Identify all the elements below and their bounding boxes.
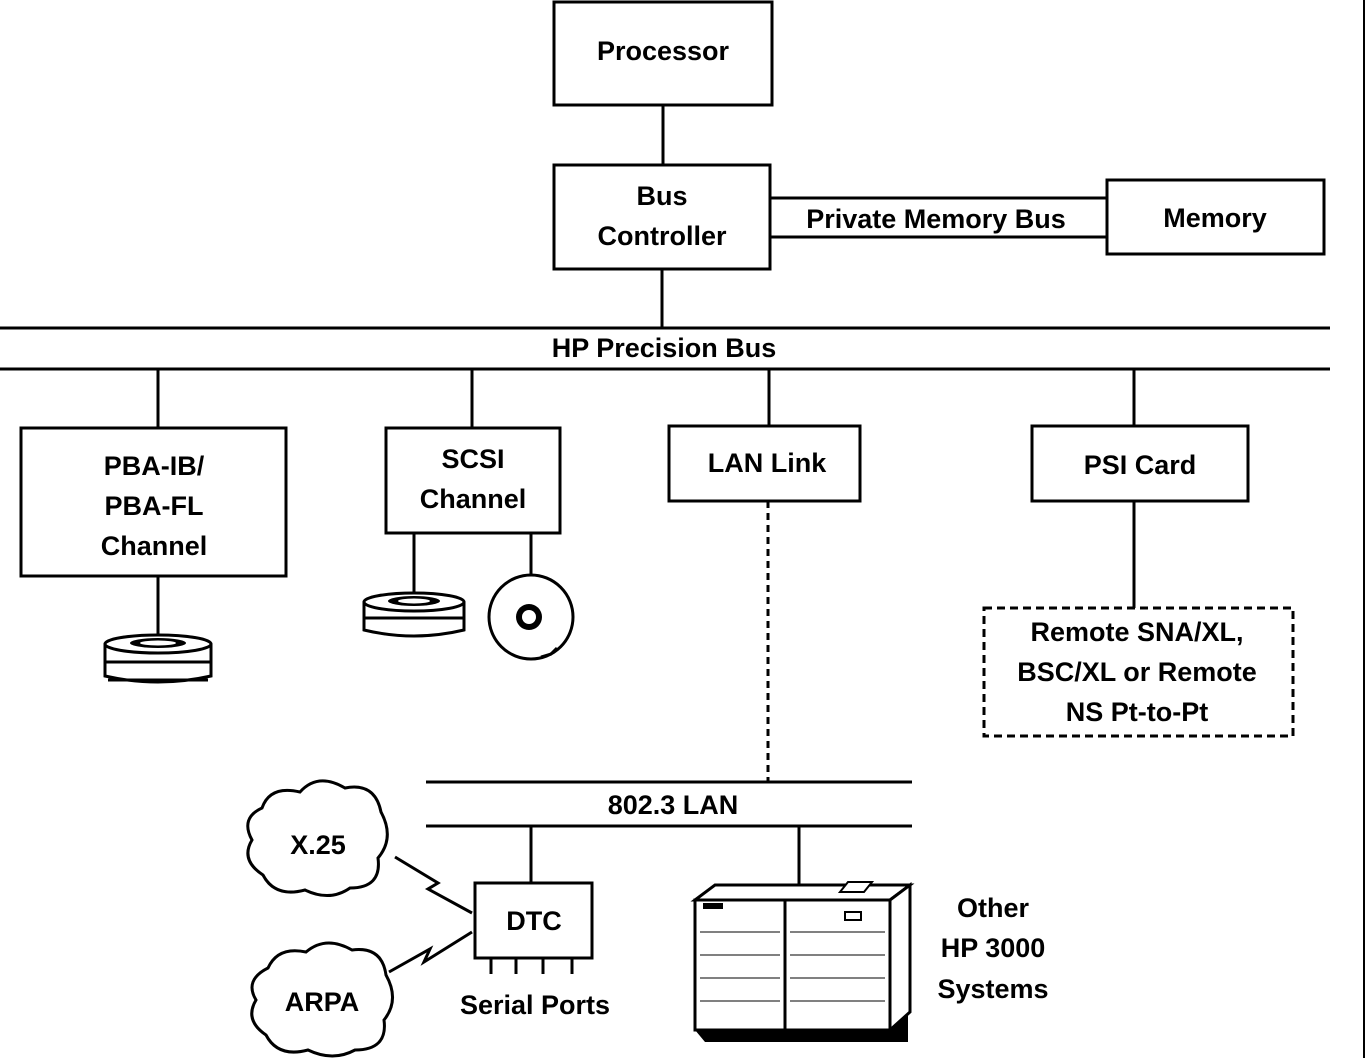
disk-drive-icon	[362, 591, 466, 638]
pba-label-line3: Channel	[101, 531, 208, 561]
lan-link-node: LAN Link	[667, 424, 862, 503]
private-memory-bus: Private Memory Bus	[770, 196, 1107, 239]
pba-label-line1: PBA-IB/	[104, 451, 205, 481]
psi-card-label: PSI Card	[1084, 450, 1197, 480]
lan-link-label: LAN Link	[708, 448, 827, 478]
scsi-label-line2: Channel	[420, 484, 527, 514]
cloud-icon: ARPA	[250, 941, 394, 1058]
processor-node: Processor	[552, 0, 774, 107]
hp3000-system-icon	[690, 881, 915, 1042]
processor-label: Processor	[597, 36, 730, 66]
psi-card-node: PSI Card	[1030, 424, 1250, 503]
other-systems-label-line1: Other	[957, 893, 1030, 923]
bus-controller-label-line2: Controller	[597, 221, 726, 251]
bus-controller-label-line1: Bus	[636, 181, 687, 211]
memory-label: Memory	[1163, 203, 1267, 233]
cloud-icon: X.25	[246, 779, 389, 897]
memory-node: Memory	[1105, 178, 1326, 256]
dtc-label: DTC	[506, 906, 562, 936]
other-systems-label-line2: HP 3000	[941, 933, 1046, 963]
remote-label-line2: BSC/XL or Remote	[1017, 657, 1257, 687]
hp-precision-bus-label: HP Precision Bus	[552, 333, 777, 363]
pba-channel-node: PBA-IB/ PBA-FL Channel	[19, 426, 288, 578]
dtc-node: DTC	[473, 881, 594, 974]
pba-label-line2: PBA-FL	[105, 491, 204, 521]
serial-port-pins	[489, 958, 574, 974]
private-memory-bus-label: Private Memory Bus	[806, 204, 1066, 234]
arpa-label: ARPA	[285, 987, 360, 1017]
remote-links-node: Remote SNA/XL, BSC/XL or Remote NS Pt-to…	[982, 606, 1295, 738]
x25-label: X.25	[290, 830, 346, 860]
remote-label-line1: Remote SNA/XL,	[1030, 617, 1243, 647]
lan-8023-label: 802.3 LAN	[608, 790, 739, 820]
scsi-label-line1: SCSI	[441, 444, 504, 474]
remote-label-line3: NS Pt-to-Pt	[1066, 697, 1208, 727]
bus-controller-node: Bus Controller	[552, 163, 772, 271]
scsi-channel-node: SCSI Channel	[384, 426, 562, 535]
disk-drive-icon	[103, 633, 213, 684]
lightning-link-icon	[388, 930, 473, 974]
tape-reel-icon	[487, 573, 575, 661]
lightning-link-icon	[394, 855, 473, 915]
hp-precision-bus: HP Precision Bus	[0, 326, 1330, 371]
serial-ports-label: Serial Ports	[460, 990, 610, 1020]
other-systems-label-line3: Systems	[937, 974, 1048, 1004]
lan-8023-bus: 802.3 LAN	[426, 780, 912, 828]
